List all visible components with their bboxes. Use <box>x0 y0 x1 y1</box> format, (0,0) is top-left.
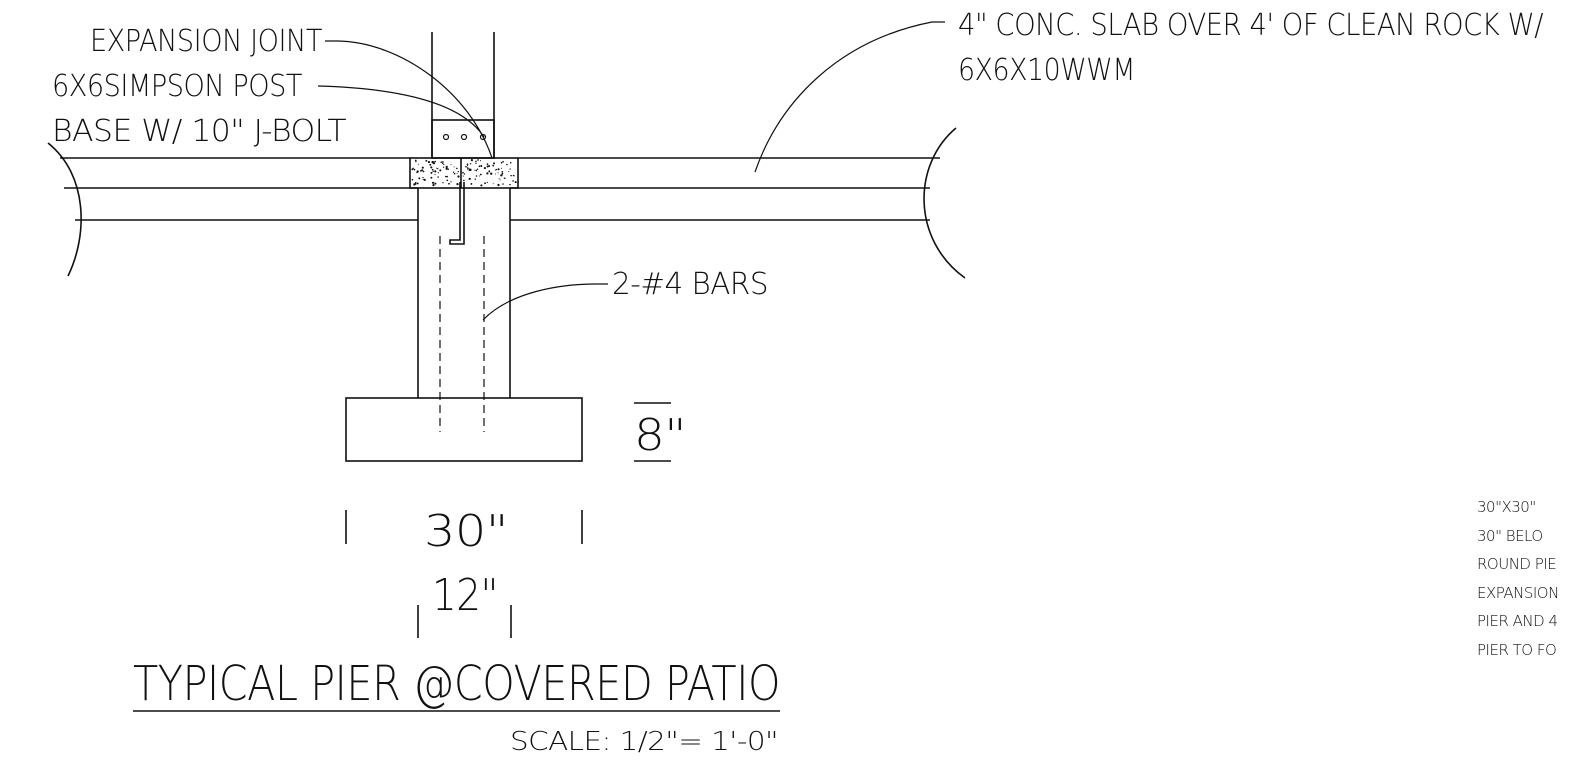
dimension-marks <box>345 402 671 638</box>
concrete-slab <box>60 157 940 221</box>
general-notes: 30"X30" 30" BELO ROUND PIE EXPANSION PIE… <box>1477 498 1559 659</box>
j-bolt <box>449 182 465 245</box>
note-line: PIER TO FO <box>1477 641 1556 659</box>
pier-width-dimension: 12" <box>432 570 498 621</box>
scale-label: SCALE: 1/2"= 1'-0" <box>510 727 778 757</box>
right-break-line <box>923 127 966 279</box>
footing <box>345 397 583 462</box>
slab-label-line2: 6X6X10WWM <box>958 53 1135 88</box>
post-base-label-line2: BASE W/ 10" J-BOLT <box>52 114 346 149</box>
note-line: EXPANSION <box>1477 584 1559 602</box>
expansion-joint-material <box>409 157 519 189</box>
footing-width-dimension: 30" <box>424 506 508 557</box>
pier <box>417 188 511 432</box>
slab-label-line1: 4" CONC. SLAB OVER 4' OF CLEAN ROCK W/ <box>958 8 1543 43</box>
note-line: 30" BELO <box>1477 527 1543 545</box>
note-line: PIER AND 4 <box>1477 612 1557 630</box>
note-line: 30"X30" <box>1477 498 1536 516</box>
note-line: ROUND PIE <box>1477 555 1556 573</box>
drawing-title: TYPICAL PIER @COVERED PATIO <box>133 656 780 712</box>
bars-label: 2-#4 BARS <box>612 267 768 302</box>
left-break-line <box>47 142 82 277</box>
expansion-joint-label: EXPANSION JOINT <box>90 24 322 59</box>
post <box>431 32 495 159</box>
footing-depth-dimension: 8" <box>634 410 686 461</box>
leader-lines <box>317 21 945 321</box>
post-base-label-line1: 6X6SIMPSON POST <box>52 69 302 104</box>
